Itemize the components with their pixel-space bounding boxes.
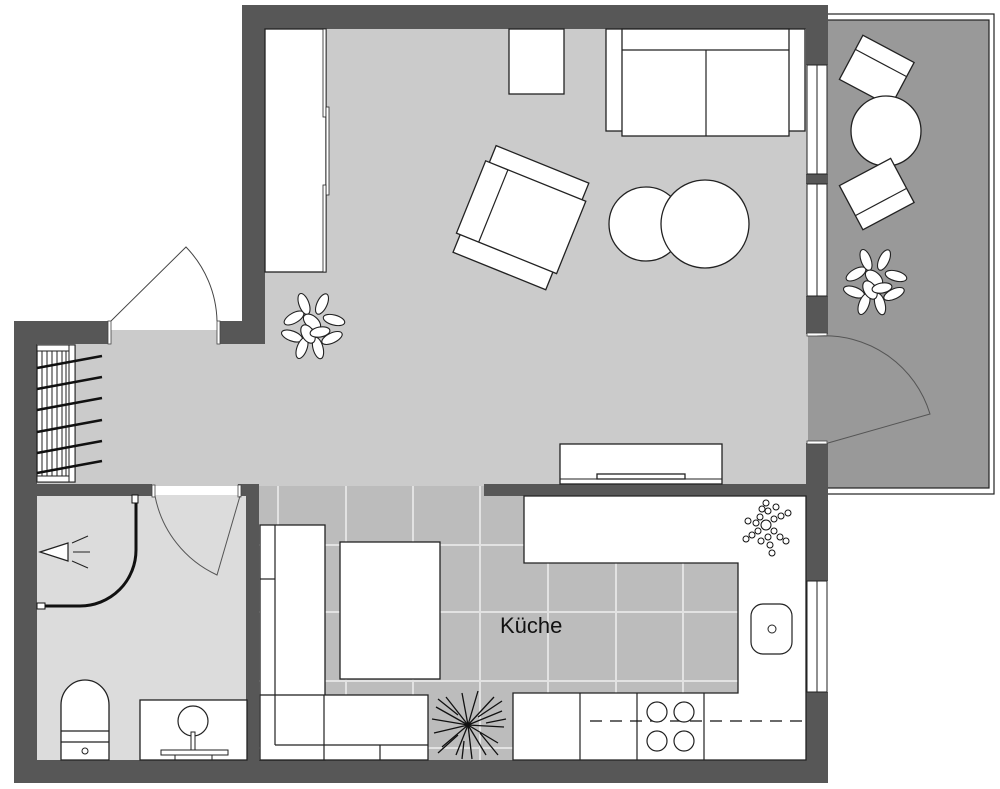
balcony-table xyxy=(850,95,922,167)
plant-kitchen-floor xyxy=(431,690,507,760)
round-table-large xyxy=(660,179,750,269)
bathroom-door[interactable] xyxy=(151,484,242,576)
coat-rack xyxy=(36,344,103,483)
kitchen-bench xyxy=(259,524,429,761)
wardrobe xyxy=(264,28,330,273)
plant-living xyxy=(280,292,346,360)
side-table xyxy=(508,28,565,95)
windows xyxy=(806,64,828,693)
doors xyxy=(107,246,931,576)
armchair xyxy=(452,144,590,291)
balcony-door[interactable] xyxy=(806,332,931,445)
balcony-chair-bottom xyxy=(838,157,915,231)
hallway-floor xyxy=(36,332,276,486)
stove xyxy=(646,701,695,752)
washbasin xyxy=(139,699,248,761)
entrance-door[interactable] xyxy=(107,246,221,345)
balcony xyxy=(825,13,995,495)
balcony-chair-top xyxy=(838,34,915,108)
plant-kitchen-counter xyxy=(742,499,792,557)
walls xyxy=(14,5,828,783)
sink xyxy=(750,603,793,655)
toilet xyxy=(60,679,110,761)
kitchen-label: Küche xyxy=(500,613,562,638)
plant-balcony xyxy=(842,248,908,316)
tv-sideboard xyxy=(559,443,723,485)
dining-table xyxy=(339,541,441,680)
shower xyxy=(36,494,139,610)
kitchen-counter xyxy=(512,495,807,761)
sofa xyxy=(605,28,806,137)
